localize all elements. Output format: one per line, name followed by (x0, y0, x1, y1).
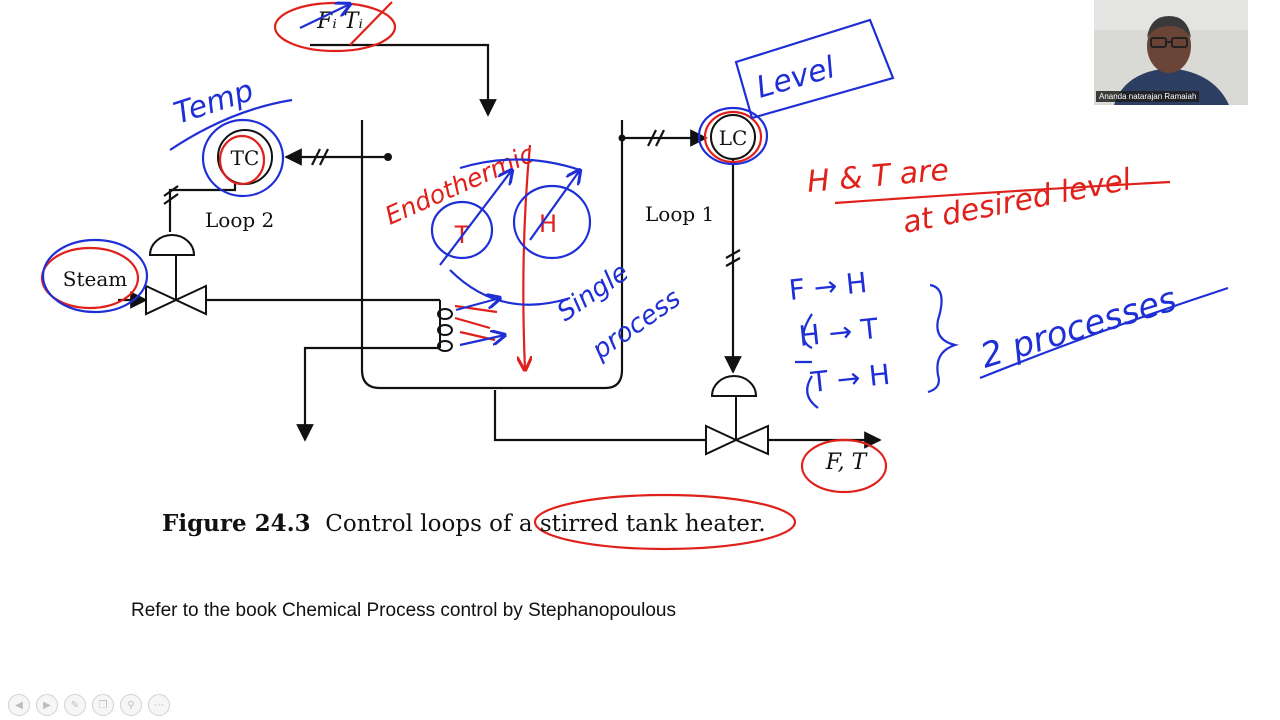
outlet-valve (705, 375, 769, 456)
figure-caption: Figure 24.3 Control loops of a stirred t… (162, 510, 766, 537)
figure-caption-text: Control loops of a stirred tank heater. (325, 511, 766, 537)
next-icon[interactable]: ▶ (36, 694, 58, 716)
loop1-label: Loop 1 (645, 202, 714, 226)
more-icon[interactable]: ⋯ (148, 694, 170, 716)
steam-label: Steam (63, 267, 127, 291)
blue-annotations (41, 4, 1229, 409)
relation-note-3: T → H (808, 358, 891, 399)
zoom-icon[interactable]: ⚲ (120, 694, 142, 716)
red-annotations (40, 1, 1171, 551)
pen-icon[interactable]: ✎ (64, 694, 86, 716)
reference-note: Refer to the book Chemical Process contr… (131, 600, 676, 621)
relation-note-1: F → H (787, 266, 868, 307)
presenter-toolbar: ◀ ▶ ✎ ❐ ⚲ ⋯ (8, 694, 170, 716)
temp-note: Temp (170, 73, 258, 131)
steam-valve (145, 234, 207, 316)
participant-avatar (1094, 0, 1248, 105)
tc-label: TC (231, 146, 260, 170)
loop2-label: Loop 2 (205, 208, 274, 232)
lc-controller (710, 114, 756, 160)
participant-video[interactable]: Ananda natarajan Ramaiah (1094, 0, 1248, 105)
copy-icon[interactable]: ❐ (92, 694, 114, 716)
relation-note-2: H → T (797, 312, 880, 353)
inlet-label: Fᵢ Tᵢ (316, 9, 363, 34)
steam-coil (437, 300, 453, 352)
prev-icon[interactable]: ◀ (8, 694, 30, 716)
goal-line1-note: H & T are (806, 153, 951, 200)
lc-label: LC (719, 126, 748, 150)
circle-h-note: H (539, 210, 557, 238)
inlet-line (310, 43, 497, 117)
processes-note: 2 processes (976, 279, 1181, 376)
process-lines (118, 43, 882, 449)
participant-name: Ananda natarajan Ramaiah (1096, 91, 1200, 102)
outlet-label: F, T (825, 450, 869, 475)
figure-number: Figure 24.3 (162, 510, 311, 537)
tank (360, 120, 624, 390)
